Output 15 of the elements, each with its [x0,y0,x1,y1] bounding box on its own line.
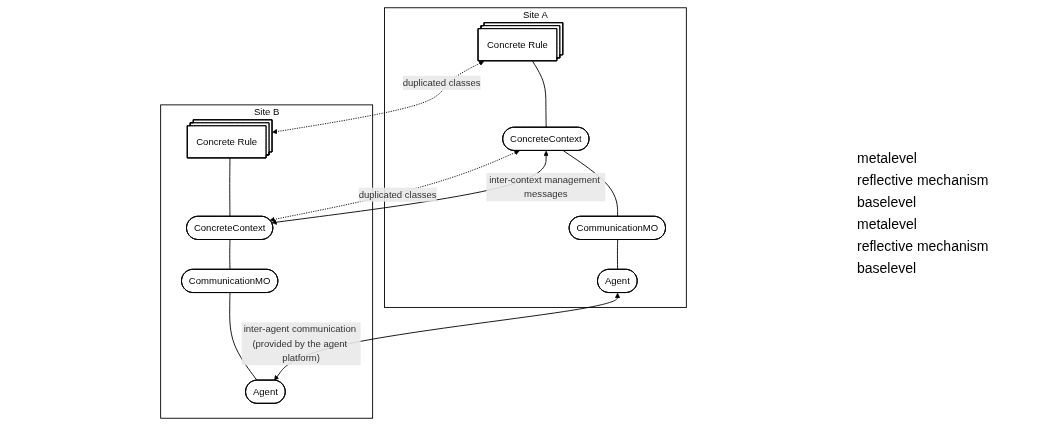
connector [532,60,547,128]
level-label: reflective mechanism [857,238,990,254]
connector [229,157,231,217]
level-label: metalevel [857,216,918,232]
level-label: baselevel [857,194,918,210]
level-label: baselevel [857,260,918,276]
connector [617,239,619,271]
connector [229,239,231,271]
level-label: metalevel [857,150,918,166]
edge-label: duplicated classes [402,77,481,88]
level-label: reflective mechanism [857,172,990,188]
edge-label: duplicated classes [358,189,437,200]
connector [229,292,258,381]
edge-label: inter-context management messages [489,174,600,199]
edge-label: inter-agent communication (provided by the agent platform) [243,324,356,363]
